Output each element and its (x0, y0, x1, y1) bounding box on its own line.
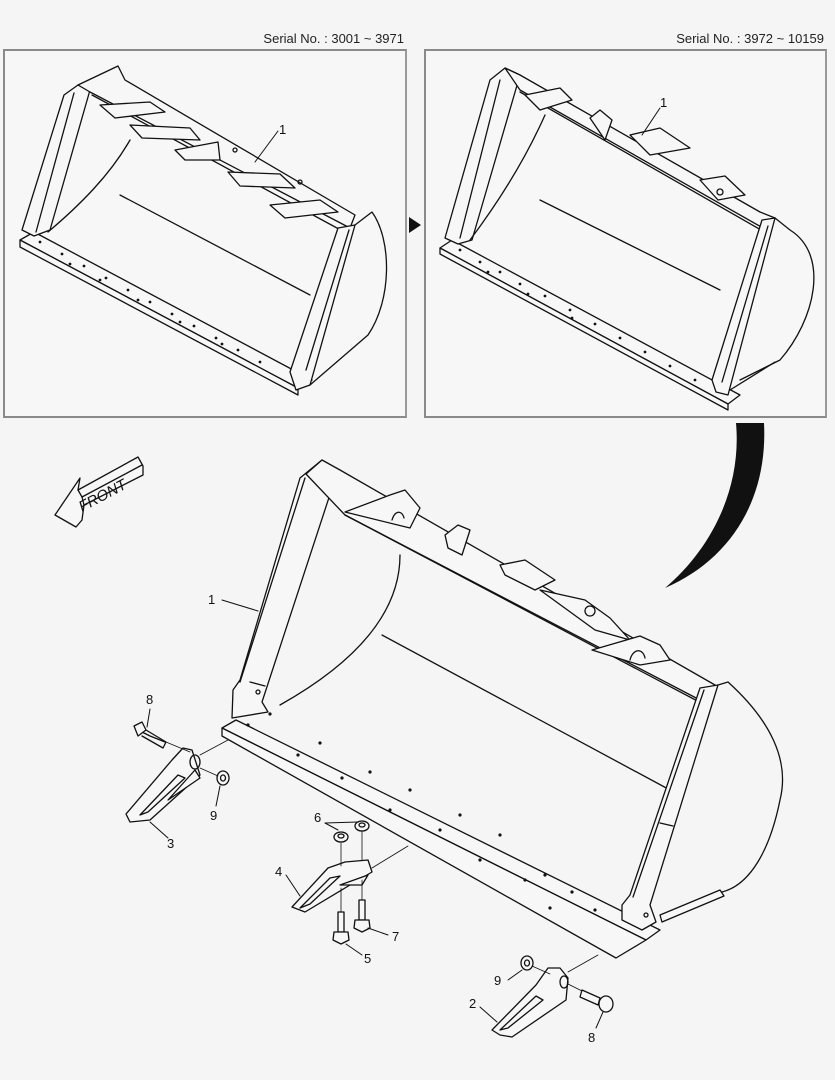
bucket-early-drawing (19, 65, 388, 396)
callout-1-late: 1 (660, 95, 667, 110)
callout-6: 6 (314, 810, 321, 825)
detail-transition-arrow-icon (665, 423, 765, 588)
serial-range-right: Serial No. : 3972 ~ 10159 (676, 31, 824, 46)
next-revision-arrow-icon (409, 217, 421, 233)
callout-7: 7 (392, 929, 399, 944)
callout-4: 4 (275, 864, 282, 879)
callout-3: 3 (167, 836, 174, 851)
bucket-main-drawing (221, 459, 784, 959)
tooth-left-assembly (125, 721, 230, 823)
callout-5: 5 (364, 951, 371, 966)
callout-9-left: 9 (210, 808, 217, 823)
tooth-center-assembly (291, 820, 409, 945)
callout-8-left: 8 (146, 692, 153, 707)
callout-9-right: 9 (494, 973, 501, 988)
tooth-right-assembly (491, 954, 614, 1038)
callout-8-right: 8 (588, 1030, 595, 1045)
front-arrow-icon (54, 456, 144, 528)
callout-1-main: 1 (208, 592, 215, 607)
serial-range-left: Serial No. : 3001 ~ 3971 (263, 31, 404, 46)
callout-1-early: 1 (279, 122, 286, 137)
callout-2: 2 (469, 996, 476, 1011)
bucket-late-drawing (439, 67, 815, 411)
